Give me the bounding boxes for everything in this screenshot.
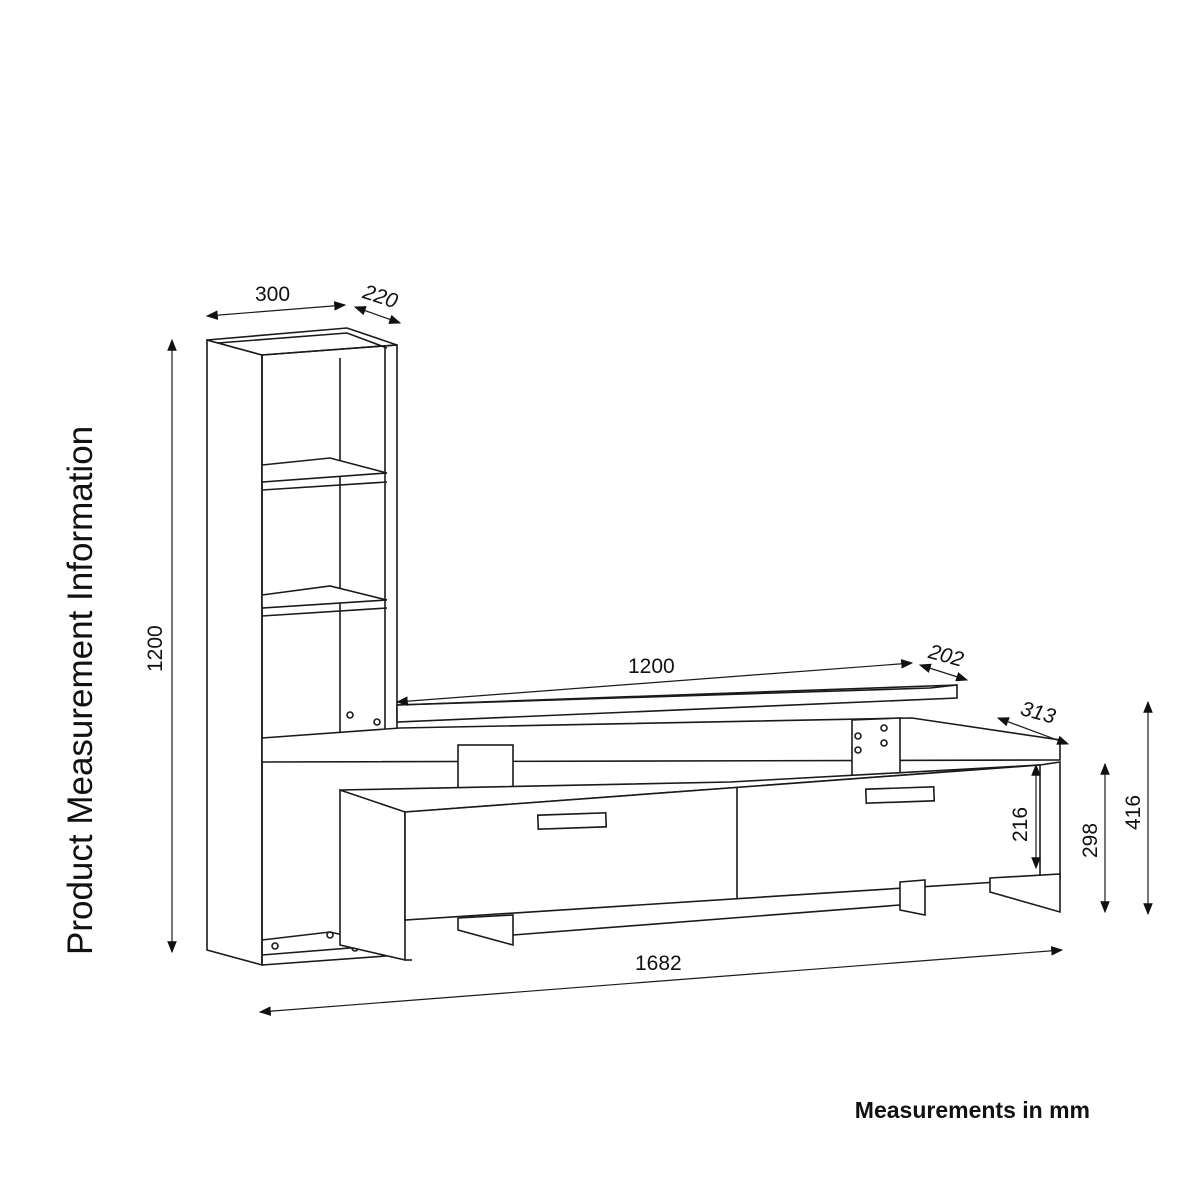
diagram-title: Product Measurement Information (61, 426, 100, 955)
dim-tower-height: 1200 (144, 625, 167, 672)
dimension-lines (167, 301, 1153, 1016)
dim-tower-depth: 220 (359, 280, 401, 313)
dim-total-width: 1682 (635, 952, 682, 975)
dim-unit-height: 298 (1079, 823, 1102, 858)
dim-unit-depth: 313 (1018, 697, 1058, 728)
dim-shelf-height: 416 (1122, 795, 1145, 830)
dim-tower-width: 300 (255, 283, 290, 306)
dim-shelf-width: 1200 (628, 655, 675, 678)
dim-drawer-height: 216 (1009, 807, 1032, 842)
units-note: Measurements in mm (854, 1097, 1090, 1123)
tv-unit (261, 684, 1061, 962)
tower-unit (206, 327, 401, 967)
dim-shelf-depth: 202 (925, 640, 966, 672)
